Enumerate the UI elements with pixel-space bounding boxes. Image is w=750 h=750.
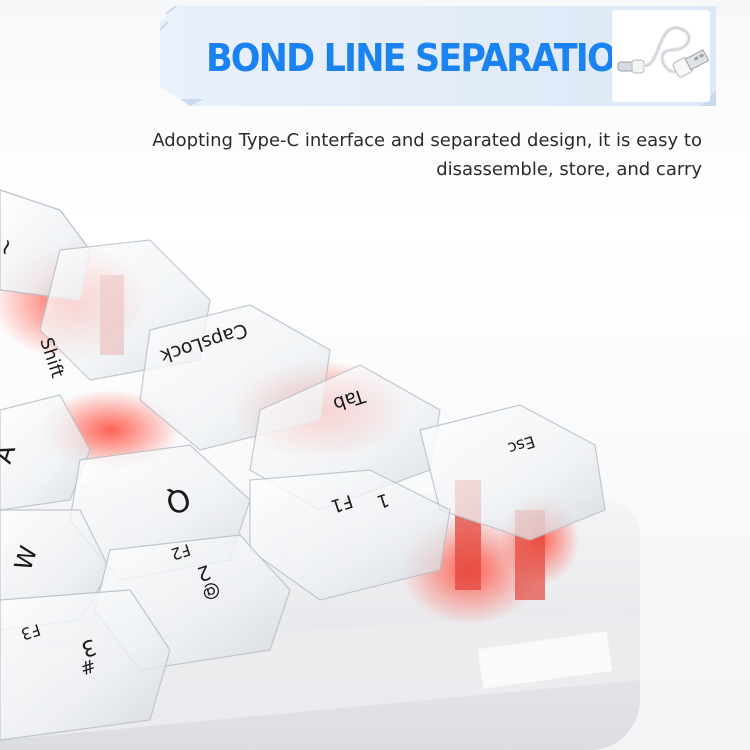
banner-frame bbox=[160, 6, 716, 106]
transparent-keyboard-photo: ~ Shift CapsLock Tab Esc A Q F1 1 W 2 @ … bbox=[0, 189, 640, 750]
legend-tilde: ~ bbox=[0, 235, 21, 260]
description-line-1: Adopting Type-C interface and separated … bbox=[152, 130, 702, 151]
description-line-2: disassemble, store, and carry bbox=[436, 159, 702, 180]
headline: BOND LINE SEPARATION bbox=[206, 36, 644, 80]
keycap-3 bbox=[0, 589, 171, 741]
legend-at: @ bbox=[200, 579, 224, 605]
usb-type-c-cable-icon bbox=[617, 25, 710, 78]
feature-description: Adopting Type-C interface and separated … bbox=[142, 126, 702, 184]
keycaps bbox=[0, 189, 606, 741]
header-banner: BOND LINE SEPARATION bbox=[160, 6, 716, 106]
cable-panel bbox=[612, 10, 710, 102]
legend-hash: # bbox=[77, 654, 98, 679]
